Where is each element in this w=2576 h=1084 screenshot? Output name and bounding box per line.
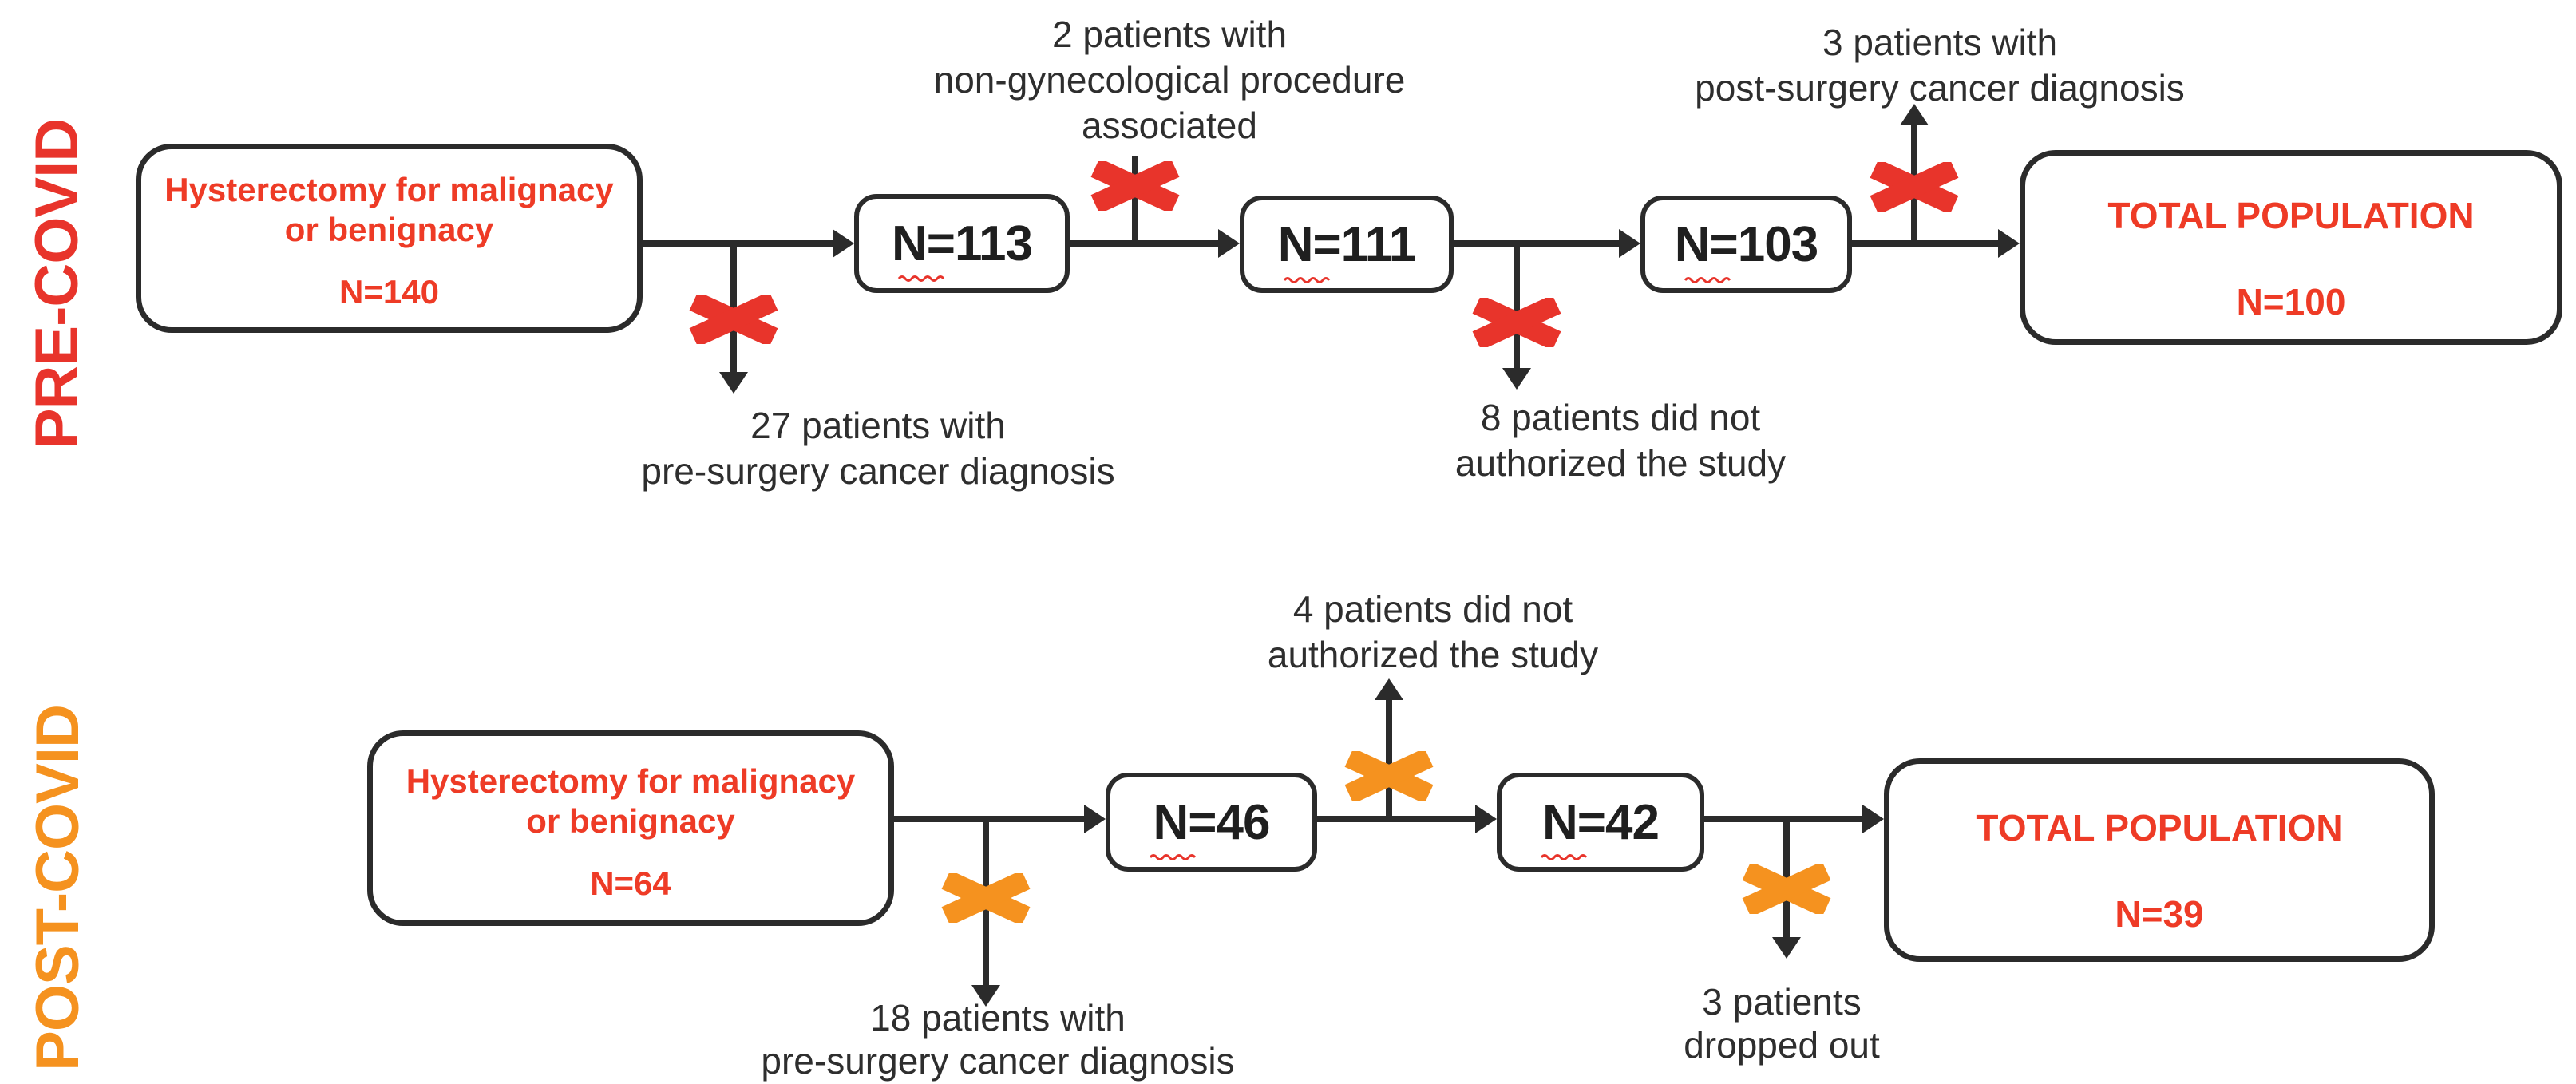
arrowhead-down-icon	[1772, 937, 1801, 959]
exclusion-note-line: pre-surgery cancer diagnosis	[641, 450, 1115, 492]
x-mark-icon	[941, 873, 1031, 923]
source-box-pre-n: N=140	[339, 273, 439, 311]
exclusion-line	[1132, 156, 1138, 243]
exclusion-note-line: 18 patients with	[870, 997, 1126, 1039]
count-box-n111: N=111	[1240, 196, 1454, 293]
spellcheck-underline-icon	[1540, 854, 1588, 860]
count-box-n111-label: N=111	[1277, 216, 1417, 272]
flow-line	[1454, 240, 1624, 247]
source-box-post-line2: or benignacy	[526, 802, 735, 840]
exclusion-line	[1514, 243, 1520, 371]
source-box-post-line1: Hysterectomy for malignacy	[406, 762, 856, 800]
arrowhead-right-icon	[1862, 805, 1884, 833]
exclusion-line	[1386, 698, 1392, 819]
flow-line	[1704, 816, 1876, 822]
exclusion-note-line: 4 patients did not	[1292, 588, 1573, 630]
exclusion-note: 3 patients with post-surgery cancer diag…	[1660, 20, 2219, 111]
x-mark-icon	[1090, 161, 1180, 211]
count-box-n46-label: N=46	[1153, 794, 1271, 850]
exclusion-note: 8 patients did not authorized the study	[1341, 395, 1900, 486]
total-box-post-n: N=39	[2115, 893, 2204, 935]
source-box-pre-line2: or benignacy	[284, 211, 494, 248]
exclusion-note: 3 patients dropped out	[1502, 980, 2061, 1066]
row-label-post-covid: POST-COVID	[0, 698, 121, 1078]
flow-line	[1070, 240, 1224, 247]
exclusion-note-line: authorized the study	[1454, 442, 1787, 484]
count-box-n42-label: N=42	[1542, 794, 1660, 850]
x-mark-icon	[689, 295, 778, 344]
arrowhead-right-icon	[1619, 229, 1640, 258]
source-box-post: Hysterectomy for malignacy or benignacy …	[367, 730, 894, 926]
count-box-n103: N=103	[1640, 196, 1852, 293]
spellcheck-underline-icon	[1283, 277, 1331, 283]
arrowhead-right-icon	[1475, 805, 1497, 833]
exclusion-note-line: 2 patients with	[1051, 14, 1288, 55]
x-mark-icon	[1344, 751, 1434, 801]
count-box-n113-label: N=113	[891, 216, 1033, 271]
arrowhead-up-icon	[1900, 104, 1929, 125]
x-mark-icon	[1472, 298, 1561, 347]
exclusion-note-line: authorized the study	[1267, 634, 1599, 675]
exclusion-note-line: dropped out	[1684, 1024, 1880, 1066]
flow-line	[1852, 240, 2004, 247]
source-box-pre: Hysterectomy for malignacy or benignacy …	[136, 144, 643, 333]
arrowhead-right-icon	[1084, 805, 1106, 833]
flow-line	[643, 240, 838, 247]
arrowhead-down-icon	[971, 985, 1000, 1007]
x-mark-icon	[1742, 864, 1831, 914]
row-label-pre-covid: PRE-COVID	[0, 118, 121, 449]
exclusion-note-line: non-gynecological procedure	[933, 59, 1406, 101]
arrowhead-down-icon	[1502, 368, 1531, 390]
source-box-pre-line1: Hysterectomy for malignacy	[164, 171, 614, 208]
arrowhead-right-icon	[1998, 229, 2020, 258]
exclusion-note-line: 3 patients with	[1822, 22, 2058, 63]
arrowhead-right-icon	[1218, 229, 1240, 258]
count-box-n103-label: N=103	[1674, 216, 1818, 272]
arrowhead-right-icon	[833, 229, 854, 258]
flow-line	[1317, 816, 1481, 822]
source-box-post-n: N=64	[590, 864, 671, 902]
exclusion-note-line: 3 patients	[1702, 981, 1862, 1023]
exclusion-note-line: associated	[1082, 105, 1257, 146]
arrowhead-down-icon	[719, 372, 748, 394]
spellcheck-underline-icon	[1684, 277, 1731, 283]
spellcheck-underline-icon	[897, 275, 945, 282]
exclusion-note: 18 patients with pre-surgery cancer diag…	[718, 996, 1277, 1082]
total-box-post: TOTAL POPULATION N=39	[1884, 758, 2435, 962]
exclusion-note-line: pre-surgery cancer diagnosis	[761, 1040, 1235, 1082]
exclusion-note-line: 8 patients did not	[1480, 397, 1761, 438]
total-box-pre: TOTAL POPULATION N=100	[2020, 150, 2562, 345]
total-box-pre-n: N=100	[2236, 281, 2346, 322]
flow-line	[894, 816, 1090, 822]
exclusion-note-line: 27 patients with	[750, 405, 1006, 446]
arrowhead-up-icon	[1375, 678, 1403, 700]
count-box-n46: N=46	[1106, 773, 1317, 872]
row-label-pre-covid-text: PRE-COVID	[23, 118, 92, 449]
count-box-n42: N=42	[1497, 773, 1704, 872]
row-label-post-covid-text: POST-COVID	[23, 705, 92, 1071]
spellcheck-underline-icon	[1149, 854, 1197, 860]
total-box-pre-title: TOTAL POPULATION	[2107, 195, 2475, 236]
exclusion-note: 2 patients with non-gynecological proced…	[890, 12, 1449, 148]
exclusion-note: 4 patients did not authorized the study	[1153, 587, 1712, 678]
x-mark-icon	[1870, 162, 1959, 212]
exclusion-note-line: post-surgery cancer diagnosis	[1695, 67, 2185, 109]
total-box-post-title: TOTAL POPULATION	[1976, 807, 2343, 849]
exclusion-note: 27 patients with pre-surgery cancer diag…	[599, 403, 1157, 494]
count-box-n113: N=113	[854, 194, 1070, 293]
